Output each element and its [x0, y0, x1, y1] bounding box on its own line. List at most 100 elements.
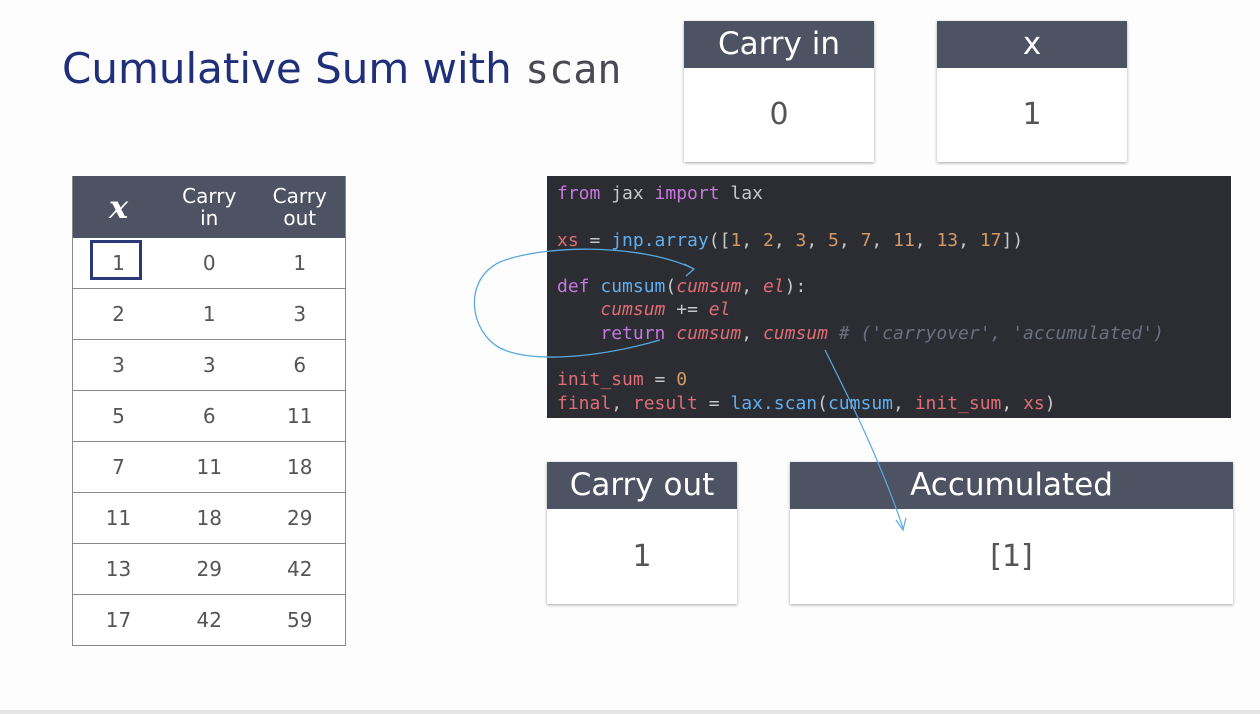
code-token: ([ [708, 229, 731, 251]
table-row: 1 0 1 [72, 238, 346, 289]
code-token: init_sum [914, 392, 1002, 414]
code-token: jax [600, 183, 655, 204]
code-token: 3 [795, 229, 807, 251]
cell-carry-out: 42 [254, 543, 346, 595]
code-token: , [914, 229, 937, 251]
cell-x: 11 [72, 492, 164, 544]
code-token: xs [1023, 392, 1045, 414]
code-token: def [557, 276, 590, 298]
code-line-xs: xs = jnp.array([1, 2, 3, 5, 7, 11, 13, 1… [557, 229, 1221, 252]
code-token: cumsum [827, 392, 893, 414]
code-token: cumsum [676, 276, 742, 298]
code-token: jnp.array [611, 229, 709, 251]
table-row: 5 6 11 [72, 390, 346, 442]
cell-carry-in: 0 [163, 238, 255, 289]
table-row: 7 11 18 [72, 441, 346, 493]
code-token: = [643, 369, 677, 391]
page-title: Cumulative Sum with scan [62, 44, 621, 93]
header-carry-in: Carry in [163, 176, 255, 238]
code-token: 5 [828, 229, 839, 251]
cell-carry-in: 29 [163, 543, 255, 595]
cell-carry-out: 1 [254, 238, 346, 289]
code-block: from jax import lax xs = jnp.array([1, 2… [547, 176, 1231, 418]
cell-carry-out: 11 [254, 390, 346, 442]
code-line-blank [557, 205, 1221, 228]
code-token: , [871, 229, 894, 251]
code-token: , [838, 229, 861, 251]
code-line-add: cumsum += el [557, 298, 1221, 321]
cell-x: 2 [72, 288, 164, 340]
cell-carry-out: 6 [254, 339, 346, 391]
x-card-label: x [937, 21, 1127, 68]
code-token: 7 [860, 229, 872, 251]
code-token: ): [784, 276, 807, 298]
code-token: , [741, 229, 763, 251]
code-token: 1 [730, 229, 742, 251]
cell-x: 17 [72, 594, 164, 646]
code-token: cumsum [600, 299, 666, 321]
table-row: 13 29 42 [72, 543, 346, 595]
cell-carry-out: 18 [254, 441, 346, 493]
code-token: , [806, 229, 829, 251]
cell-x-value: 1 [112, 251, 125, 275]
x-card: x 1 [937, 21, 1127, 162]
code-token: xs [557, 229, 579, 251]
code-line-def: def cumsum(cumsum, el): [557, 275, 1221, 298]
code-token: 13 [936, 229, 959, 251]
code-token: , [893, 392, 915, 414]
carry-out-card-label: Carry out [547, 462, 737, 509]
cell-x: 1 [72, 238, 164, 289]
cell-carry-out: 3 [254, 288, 346, 340]
code-line-init: init_sum = 0 [557, 368, 1221, 391]
code-token: from [557, 183, 601, 204]
code-token: 0 [676, 369, 688, 391]
table-row: 3 3 6 [72, 339, 346, 391]
current-row-highlight [90, 240, 142, 280]
cell-carry-in: 3 [163, 339, 255, 391]
code-line-blank [557, 345, 1221, 368]
carry-in-card: Carry in 0 [684, 21, 874, 162]
table-row: 2 1 3 [72, 288, 346, 340]
carry-out-card: Carry out 1 [547, 462, 737, 604]
accumulated-card-label: Accumulated [790, 462, 1233, 509]
code-token: 17 [979, 229, 1002, 251]
code-token: result [632, 392, 698, 414]
code-token: return [600, 322, 666, 344]
header-carry-in-label: Carry in [182, 184, 237, 230]
code-token: , [741, 322, 763, 344]
code-line-scan: final, result = lax.scan(cumsum, init_su… [557, 392, 1221, 415]
code-token: cumsum [676, 322, 742, 344]
code-token: , [611, 392, 633, 414]
cell-carry-in: 6 [163, 390, 255, 442]
cell-carry-in: 1 [163, 288, 255, 340]
x-card-value: 1 [1022, 97, 1042, 132]
code-token: import [654, 183, 720, 204]
code-token: lax.scan [730, 392, 818, 414]
bottom-rule [0, 710, 1260, 714]
header-x: x [72, 176, 164, 238]
table-header-row: x Carry in Carry out [72, 176, 346, 238]
cell-carry-in: 42 [163, 594, 255, 646]
title-text: Cumulative Sum with [62, 44, 526, 93]
code-token: ( [817, 392, 828, 414]
code-token: , [741, 276, 763, 298]
accumulated-card: Accumulated [1] [790, 462, 1233, 604]
code-token: el [708, 299, 731, 321]
cell-carry-out: 29 [254, 492, 346, 544]
code-token: 11 [893, 229, 915, 251]
code-token: += [665, 299, 709, 321]
table-row: 11 18 29 [72, 492, 346, 544]
code-token: 2 [762, 229, 774, 251]
code-token: , [1001, 392, 1024, 414]
cell-carry-in: 11 [163, 441, 255, 493]
code-token: , [958, 229, 980, 251]
code-token: , [773, 229, 796, 251]
code-token: init_sum [557, 369, 644, 391]
code-token: ( [665, 276, 677, 298]
code-token: ) [1044, 392, 1056, 414]
cell-x: 5 [72, 390, 164, 442]
code-token: = [578, 229, 612, 251]
cell-carry-in: 18 [163, 492, 255, 544]
carry-in-card-label: Carry in [684, 21, 874, 68]
code-comment: # ('carryover', 'accumulated') [827, 322, 1164, 344]
